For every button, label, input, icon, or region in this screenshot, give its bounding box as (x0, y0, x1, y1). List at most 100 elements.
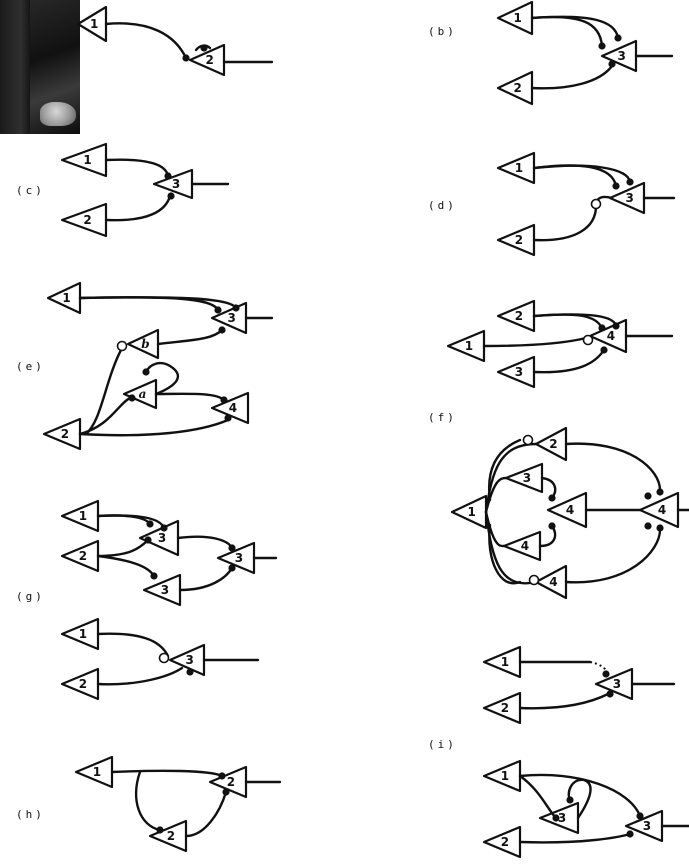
inhibitory-synapse (590, 198, 602, 210)
axon-line (78, 396, 132, 436)
axon-line (532, 164, 632, 184)
neuron-label: 1 (501, 769, 509, 783)
neuron-label: 2 (79, 677, 87, 691)
synapse-dot (232, 304, 240, 312)
synapse-dot (128, 394, 136, 402)
axon-line (156, 328, 224, 346)
synapse-dot (636, 812, 644, 820)
synapse-dot (614, 34, 622, 42)
neuron-a-body (188, 43, 226, 77)
axon-line (484, 476, 508, 514)
neuron-label: 4 (549, 575, 557, 589)
axon-line (104, 194, 172, 222)
synapse-dot (626, 830, 634, 838)
neuron-label: 3 (618, 49, 626, 63)
synapse-dot (167, 192, 175, 200)
neuron-label: 3 (523, 471, 531, 485)
neuron-label: 2 (206, 53, 214, 67)
axon-line (530, 15, 604, 48)
axon-line (532, 348, 606, 374)
photo-sleeve (0, 0, 30, 134)
neuron-label: 3 (228, 311, 236, 325)
synapse-dot (218, 772, 226, 780)
neuron-label: 3 (643, 819, 651, 833)
neuron-label: 2 (501, 701, 509, 715)
neuron-label: 1 (468, 505, 476, 519)
axon-line (567, 778, 592, 820)
axon-line (176, 535, 234, 550)
synapse-dot (608, 60, 616, 68)
neuron-label: 3 (172, 177, 180, 191)
axon-line (564, 442, 662, 492)
synapse-dot (644, 522, 652, 530)
panel-label-f: (f) (428, 411, 457, 424)
synapse-dot (600, 346, 608, 354)
synapse-dot (200, 44, 208, 52)
neuron-label: 1 (62, 291, 70, 305)
synapse-dot (186, 668, 194, 676)
synapse-dot (142, 368, 150, 376)
synapse-dot (598, 42, 606, 50)
neuron-label: 1 (515, 161, 523, 175)
neuron-label: 1 (83, 153, 91, 167)
neuron-label: 1 (465, 339, 473, 353)
neuron-label: 3 (626, 191, 634, 205)
panel-label-c: (c) (16, 184, 45, 197)
synapse-dot (222, 788, 230, 796)
neuron-label: 2 (549, 437, 557, 451)
axon-line (178, 566, 234, 592)
neuron-label: 1 (79, 509, 87, 523)
axon-line (564, 528, 662, 584)
neuron-label: 2 (79, 549, 87, 563)
neuron-label: 2 (227, 775, 235, 789)
neuron-label: 1 (501, 655, 509, 669)
neuron-label: 2 (515, 309, 523, 323)
panel-label-b: (b) (428, 25, 457, 38)
neuron-label: 3 (186, 653, 194, 667)
synapse-dot (656, 488, 664, 496)
synapse-dot (548, 522, 556, 530)
axon-line (96, 554, 156, 578)
axon-line (484, 510, 538, 585)
synapse-dot (164, 172, 172, 180)
panel-label-g: (g) (16, 590, 45, 603)
axon-line (154, 392, 226, 402)
neuron-label: 1 (514, 11, 522, 25)
axon-line (104, 158, 170, 178)
synapse-dot (218, 326, 226, 334)
neuron-label: 3 (161, 583, 169, 597)
synapse-dot (156, 826, 164, 834)
axon-line (488, 523, 522, 585)
synapse-dot (548, 494, 556, 502)
synapse-dot (598, 324, 606, 332)
neuron-label: 1 (79, 627, 87, 641)
synapse-dot (220, 396, 228, 404)
axon-line (96, 632, 170, 658)
synapse-dot (150, 572, 158, 580)
synapse-dot (214, 306, 222, 314)
synapse-dot (146, 520, 154, 528)
axon-line (518, 832, 632, 844)
synapse-dot (144, 536, 152, 544)
axon-line (530, 64, 614, 90)
synapse-dot (552, 814, 560, 822)
synapse-dot (160, 524, 168, 532)
neuron-label: 3 (158, 531, 166, 545)
neuron-label: 4 (566, 503, 574, 517)
synapse-dot (182, 54, 190, 62)
photo-fragment (0, 0, 80, 134)
inhibitory-synapse (582, 334, 594, 346)
synapse-dot (612, 322, 620, 330)
neuron-label: 2 (515, 233, 523, 247)
neuron-label: 2 (167, 829, 175, 843)
axon-line (532, 313, 618, 328)
neuron-label: 3 (515, 365, 523, 379)
neuron-label: 2 (514, 81, 522, 95)
synapse-dot (626, 178, 634, 186)
synapse-dot (612, 182, 620, 190)
synapse-dot (228, 544, 236, 552)
neuron-label: 1 (93, 765, 101, 779)
axon-line (487, 438, 522, 502)
